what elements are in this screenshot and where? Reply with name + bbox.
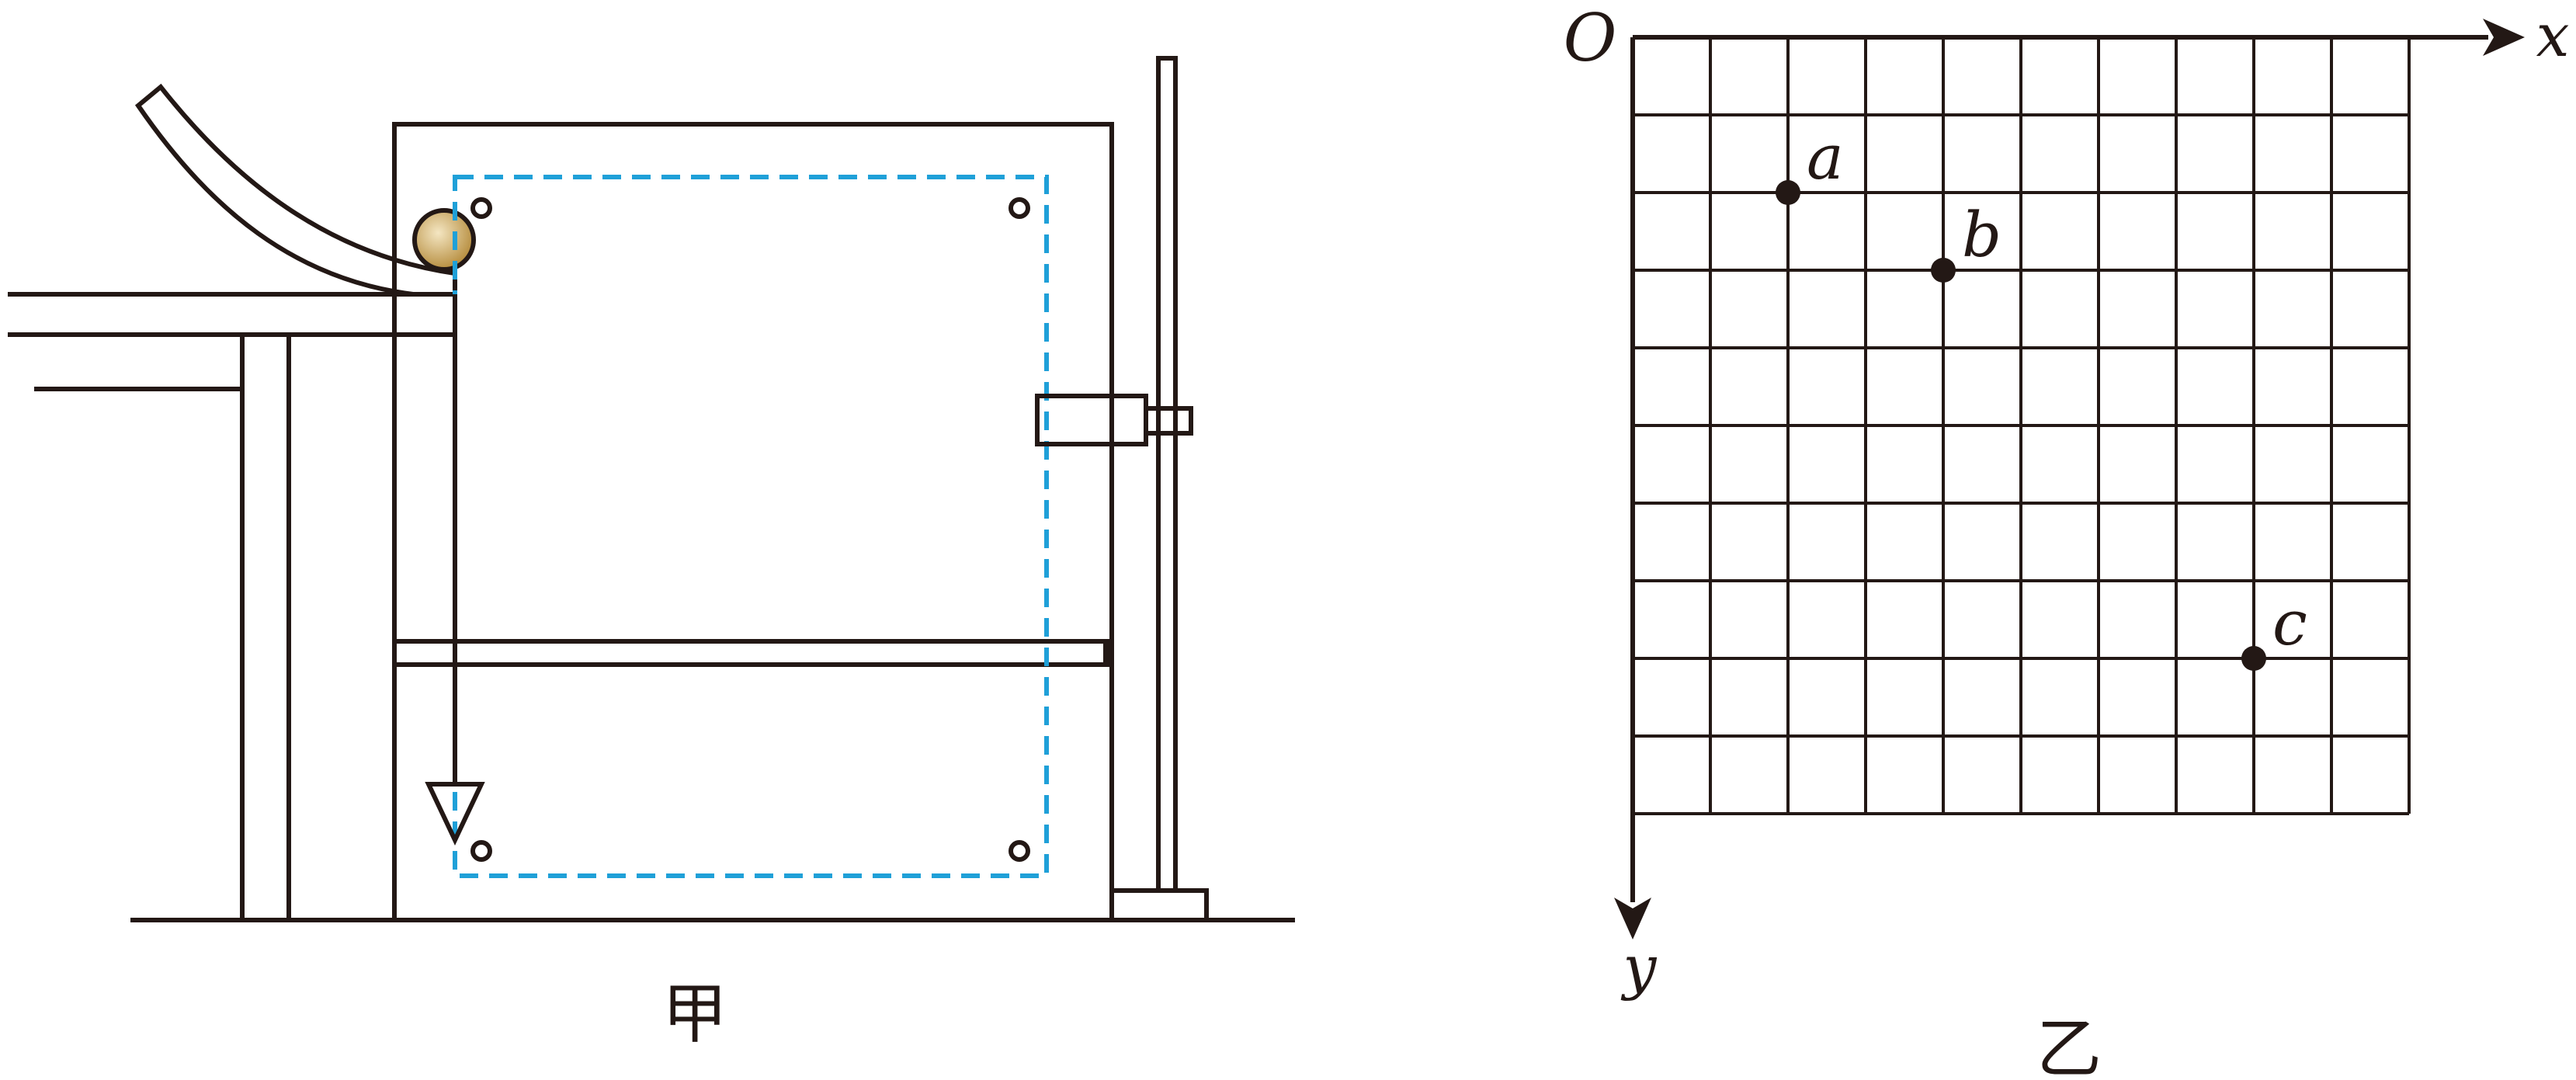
x-axis-arrow (2483, 19, 2525, 56)
pin (1009, 197, 1030, 219)
steel-ball (412, 208, 476, 272)
trajectory-point-b (1931, 258, 1956, 283)
paper-frame-dashed (453, 175, 1049, 878)
stand-pole (1156, 56, 1178, 893)
x-axis-label: x (2536, 1, 2570, 70)
trajectory-point-a (1776, 180, 1800, 205)
board-outline (392, 122, 1114, 922)
pin (470, 840, 492, 862)
trajectory-grid-figure: O x y a b c (1564, 0, 2570, 1002)
apparatus-diagram (8, 56, 1295, 922)
clamp-block (1035, 394, 1148, 446)
y-axis-arrow (1614, 898, 1651, 939)
curved-chute (134, 83, 457, 297)
pin (1009, 840, 1030, 862)
origin-label: O (1564, 0, 1617, 76)
point-label-a: a (1807, 121, 1844, 193)
point-label-c: c (2272, 587, 2307, 659)
point-label-b: b (1962, 199, 2001, 271)
trajectory-points: a b c (1776, 121, 2307, 671)
grid (1631, 36, 2411, 815)
crossbar (392, 639, 1109, 667)
caption-right: 乙 (2036, 1011, 2102, 1080)
plumb-bob (425, 782, 485, 846)
caption-left: 甲 (662, 976, 727, 1052)
trajectory-point-c (2241, 646, 2266, 671)
stand-base (1109, 888, 1209, 922)
pin (470, 197, 492, 219)
y-axis-label: y (1621, 932, 1658, 1002)
clamp-collar (1144, 406, 1193, 436)
